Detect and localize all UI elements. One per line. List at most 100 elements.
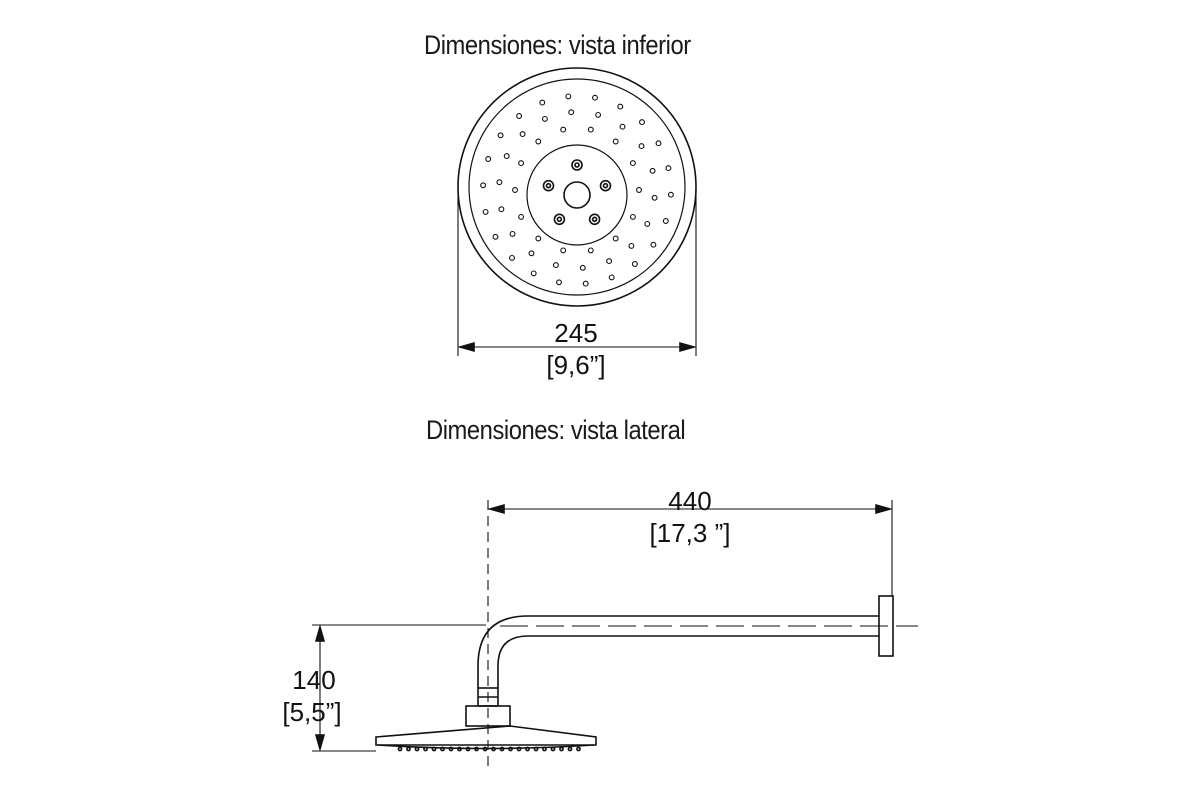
nozzle [509, 254, 515, 261]
width-mm-label: 245 [554, 318, 598, 348]
shower-head-center-hole [563, 181, 591, 209]
nozzle [480, 182, 487, 189]
width-arrow-right [679, 341, 697, 353]
nozzle [552, 262, 559, 269]
nozzle [612, 138, 619, 145]
center-nozzle [542, 179, 555, 192]
nozzle [560, 247, 567, 254]
shower-head-face [468, 78, 686, 296]
nozzle [582, 280, 589, 287]
length-arrow-left [487, 503, 505, 515]
nozzle [568, 109, 575, 116]
nozzle [617, 103, 624, 110]
nozzle [619, 123, 626, 130]
nozzle [587, 126, 594, 133]
side-nozzle [508, 746, 513, 752]
nozzle [655, 140, 662, 147]
nozzle [649, 167, 656, 174]
side-nozzle [516, 746, 522, 752]
nozzle [665, 165, 672, 172]
nozzle [595, 111, 602, 118]
width-in-label: [9,6”] [546, 350, 606, 380]
side-view-title: Dimensiones: vista lateral [426, 415, 686, 445]
nozzle [631, 261, 638, 267]
side-nozzle [397, 746, 403, 752]
center-nozzle [556, 216, 563, 223]
height-mm-label: 140 [292, 665, 336, 695]
side-nozzle [533, 746, 539, 752]
length-arrow-right [875, 503, 893, 515]
center-nozzle [591, 216, 598, 223]
side-nozzle [491, 746, 496, 752]
side-nozzle [559, 746, 564, 752]
length-mm-label: 440 [668, 486, 712, 516]
side-nozzle [542, 746, 547, 752]
nozzle [497, 132, 504, 139]
side-nozzle [414, 746, 420, 752]
nozzle [518, 160, 525, 167]
nozzle [650, 241, 657, 248]
side-nozzle [423, 746, 428, 752]
height-in-label: [5,5”] [282, 697, 342, 727]
side-nozzle [474, 746, 479, 752]
nozzle [535, 235, 542, 242]
nozzle [482, 208, 489, 215]
nozzle [518, 213, 525, 220]
nozzle [512, 187, 518, 193]
side-nozzle [440, 746, 445, 752]
spray-nozzles [480, 93, 674, 287]
nozzle [498, 206, 505, 213]
nozzle [496, 179, 503, 186]
nozzle [485, 156, 492, 162]
side-nozzle [499, 746, 505, 752]
side-nozzle [448, 746, 454, 752]
side-nozzle [550, 746, 556, 752]
side-nozzle [482, 746, 488, 752]
side-nozzle [576, 746, 581, 752]
center-nozzle [602, 182, 609, 189]
nozzle [629, 160, 636, 167]
nozzle [509, 230, 516, 237]
nozzle [667, 191, 674, 198]
center-nozzle [553, 213, 566, 226]
nozzle [519, 131, 526, 138]
side-nozzle [406, 746, 411, 752]
height-arrow-top [314, 624, 326, 642]
nozzle [592, 94, 598, 101]
shower-arm [477, 615, 879, 688]
bottom-view-title: Dimensiones: vista inferior [424, 30, 691, 60]
nozzle [503, 153, 510, 160]
nozzle [662, 218, 669, 224]
shower-head-outer-rim [457, 67, 697, 307]
nozzle [639, 119, 645, 126]
nozzle [516, 113, 523, 119]
nozzle [608, 274, 615, 281]
side-spray-nozzles [397, 746, 581, 752]
wall-flange [878, 595, 894, 657]
nozzle [628, 242, 635, 249]
side-nozzle [465, 746, 471, 752]
head-connector [465, 705, 511, 727]
nozzle [612, 235, 619, 242]
shower-head-center-plate [526, 144, 628, 246]
center-nozzle [574, 162, 580, 168]
nozzle [565, 93, 572, 100]
center-nozzle [571, 159, 583, 171]
nozzle [492, 233, 499, 240]
height-arrow-bottom [314, 734, 326, 752]
nozzle [638, 143, 645, 150]
side-nozzle [567, 746, 573, 752]
nozzle [556, 279, 562, 286]
nozzle [539, 99, 546, 106]
nozzle [535, 138, 542, 145]
nozzle [636, 187, 642, 193]
shower-head-profile [375, 725, 597, 746]
center-nozzle [599, 179, 612, 192]
side-nozzle [457, 746, 462, 752]
nozzle [629, 213, 636, 220]
center-nozzle [545, 182, 552, 189]
nozzle [541, 115, 548, 122]
nozzle [587, 247, 594, 254]
nozzle [651, 194, 658, 201]
nozzle [579, 264, 586, 271]
